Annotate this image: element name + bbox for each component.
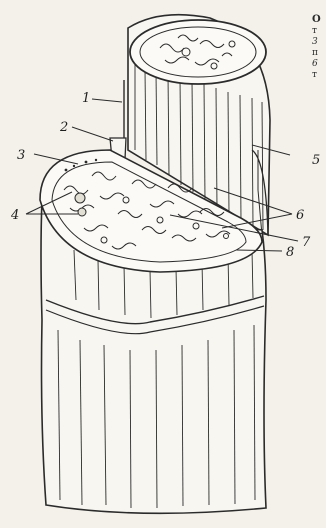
caption-line-fragment: т (312, 70, 317, 81)
label-4: 4 (10, 208, 19, 223)
label-6: 6 (296, 208, 304, 223)
caption-title-fragment: О (312, 14, 321, 25)
label-7: 7 (302, 235, 311, 250)
label-8: 8 (286, 245, 294, 260)
caption-line-fragment: т (312, 26, 317, 37)
label-5: 5 (312, 153, 320, 168)
label-2: 2 (59, 120, 68, 135)
caption-line-fragment: п (312, 48, 318, 59)
caption-line-fragment: 6 (312, 59, 318, 70)
caption-line-fragment: 3 (312, 37, 318, 48)
label-3: 3 (17, 148, 25, 163)
label-1: 1 (82, 91, 90, 106)
